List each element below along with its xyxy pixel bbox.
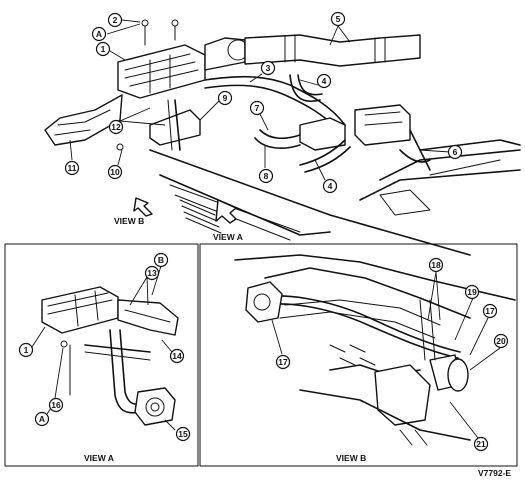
svg-text:17: 17	[485, 306, 495, 316]
svg-text:1: 1	[101, 44, 106, 54]
svg-text:6: 6	[453, 147, 458, 157]
callout-10: 10	[107, 164, 123, 180]
callout-17-left: 17	[275, 354, 291, 370]
svg-text:3: 3	[266, 63, 271, 73]
callout-17-right: 17	[482, 303, 498, 319]
callout-11: 11	[64, 160, 80, 176]
callout-2: 2	[107, 12, 123, 28]
inset-a-callouts: B 13 1 14 16 A 15	[18, 252, 191, 442]
main-leaders	[69, 19, 451, 181]
callout-15: 15	[175, 426, 191, 442]
callout-7: 7	[249, 100, 265, 116]
inset-a-frame	[4, 243, 199, 467]
svg-text:5: 5	[336, 14, 341, 24]
callout-4-bottom: 4	[322, 178, 338, 194]
svg-text:7: 7	[255, 103, 260, 113]
callout-9: 9	[217, 90, 233, 106]
callout-B-inset-a: B	[153, 252, 169, 268]
callout-13: 13	[144, 265, 160, 281]
callout-4-top: 4	[316, 73, 332, 89]
svg-text:1: 1	[24, 345, 29, 355]
svg-text:4: 4	[328, 181, 333, 191]
svg-text:21: 21	[476, 439, 486, 449]
svg-text:2: 2	[113, 15, 118, 25]
svg-text:A: A	[96, 29, 102, 39]
figure-id: V7792-E	[478, 468, 511, 478]
callout-14: 14	[169, 348, 185, 364]
callout-19: 19	[464, 284, 480, 300]
callout-5: 5	[330, 11, 346, 27]
svg-text:20: 20	[496, 336, 506, 346]
inset-b-illustration	[234, 254, 516, 446]
callout-16: 16	[48, 397, 64, 413]
inset-a-leaders	[31, 265, 176, 431]
view-b-arrow-label: VIEW B	[114, 216, 144, 226]
svg-text:8: 8	[264, 171, 269, 181]
svg-text:15: 15	[178, 429, 188, 439]
inset-b-callouts: 18 19 17 20 17 21	[275, 257, 509, 452]
svg-text:16: 16	[51, 400, 61, 410]
callout-21: 21	[473, 436, 489, 452]
callout-1-inset-a: 1	[18, 342, 34, 358]
callout-A-main: A	[91, 26, 107, 42]
svg-text:A: A	[39, 414, 45, 424]
inset-a-illustration	[41, 286, 179, 426]
svg-text:11: 11	[68, 163, 77, 173]
svg-text:10: 10	[110, 167, 120, 177]
svg-text:13: 13	[147, 268, 157, 278]
main-illustration	[44, 19, 521, 256]
svg-text:14: 14	[172, 351, 182, 361]
main-callouts: A 2 1 5 3 4 9 7 12 11 10 8 4 6	[64, 11, 463, 194]
svg-text:18: 18	[431, 260, 441, 270]
callout-3: 3	[260, 60, 276, 76]
svg-text:12: 12	[111, 122, 121, 132]
callout-1-main: 1	[95, 41, 111, 57]
callout-18: 18	[428, 257, 444, 273]
callout-6: 6	[447, 144, 463, 160]
inset-a-caption: VIEW A	[84, 453, 114, 463]
svg-text:B: B	[158, 255, 164, 265]
callout-8: 8	[258, 168, 274, 184]
view-a-arrow-label: VIEW A	[213, 232, 243, 242]
callout-12: 12	[108, 119, 124, 135]
svg-text:17: 17	[278, 357, 288, 367]
svg-text:19: 19	[467, 287, 477, 297]
inset-b-frame	[199, 243, 518, 467]
svg-text:4: 4	[322, 76, 327, 86]
svg-text:9: 9	[223, 93, 228, 103]
callout-20: 20	[493, 333, 509, 349]
callout-A-inset-a: A	[34, 411, 50, 427]
inset-b-leaders	[271, 271, 501, 439]
inset-b-caption: VIEW B	[336, 453, 366, 463]
